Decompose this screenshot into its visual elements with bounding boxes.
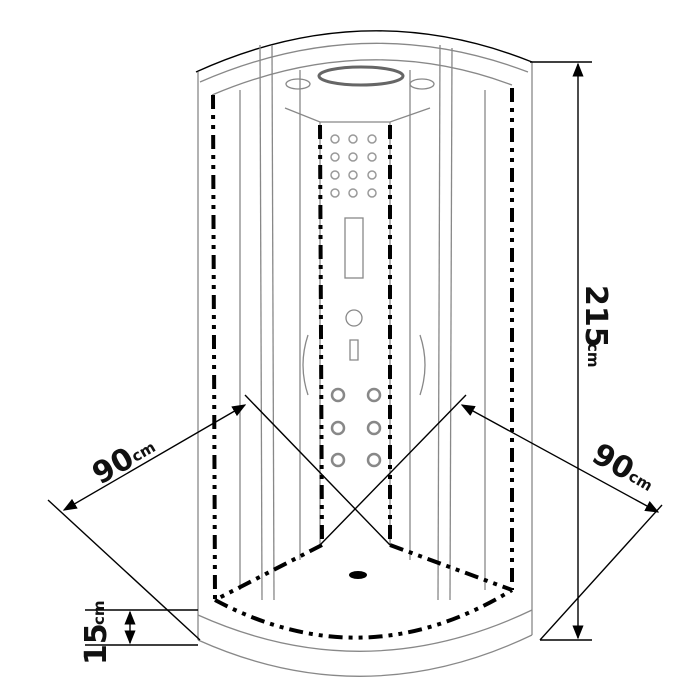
height-unit: cm — [584, 343, 602, 368]
height-value: 215 — [578, 285, 613, 348]
body-jets — [330, 134, 377, 198]
mixer-knob — [345, 309, 363, 327]
drain — [349, 571, 367, 579]
dimension-lines — [47, 61, 663, 646]
tray-height-unit: cm — [90, 600, 108, 625]
footprint-outline — [211, 88, 514, 640]
cabin-body — [195, 30, 533, 677]
control-panel — [344, 217, 364, 279]
side-jets — [330, 387, 382, 468]
tray-height-value: 15 — [79, 623, 114, 665]
